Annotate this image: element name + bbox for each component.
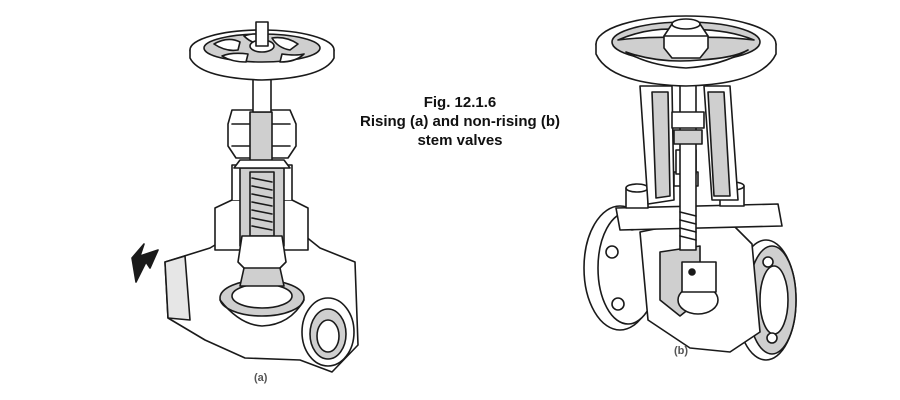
valve-disc bbox=[237, 235, 287, 273]
figure-number: Fig. 12.1.6 bbox=[423, 94, 497, 111]
non-rising-stem-valve bbox=[583, 15, 797, 361]
panel-label-a: (a) bbox=[254, 372, 268, 384]
figure-caption: Fig. 12.1.6 Rising (a) and non-rising (b… bbox=[340, 93, 580, 150]
stem-thread bbox=[251, 177, 273, 231]
caption-line-1: Rising (a) and non-rising (b) bbox=[360, 113, 560, 130]
panel-label-b: (b) bbox=[674, 345, 689, 357]
rising-stem-valve bbox=[131, 21, 359, 373]
flow-arrow-icon bbox=[131, 243, 159, 283]
hex-nut bbox=[663, 23, 709, 59]
handwheel bbox=[189, 21, 335, 81]
caption-line-2: stem valves bbox=[417, 132, 503, 149]
handwheel bbox=[595, 15, 777, 87]
